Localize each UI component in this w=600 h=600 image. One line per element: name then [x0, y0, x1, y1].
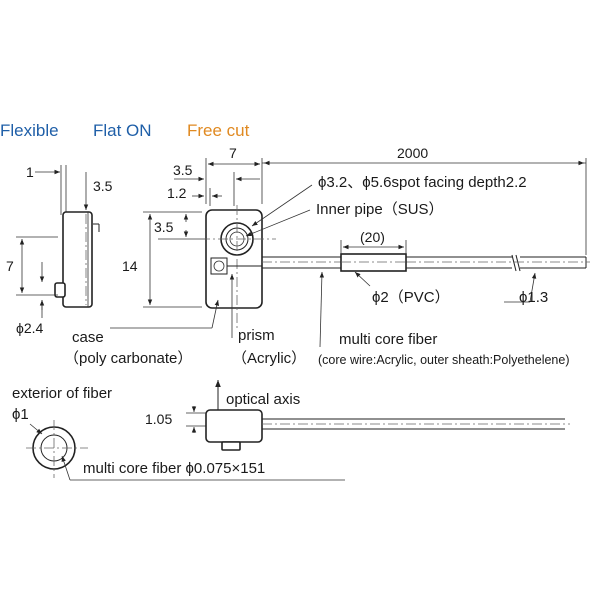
case-label: case [72, 329, 104, 346]
core-wire-label: (core wire:Acrylic, outer sheath:Polyeth… [318, 353, 570, 367]
optical-axis-label: optical axis [226, 391, 300, 408]
exterior-label: exterior of fiber [12, 385, 112, 402]
side-lens [54, 282, 66, 298]
header-free-cut: Free cut [187, 121, 250, 140]
front-dim-14: 14 [122, 258, 138, 274]
front-dim-7: 7 [229, 145, 237, 161]
side-dim-3-5: 3.5 [93, 178, 113, 194]
multi-core-fiber-label: multi core fiber [339, 331, 437, 348]
side-dim-7: 7 [6, 258, 14, 274]
spot-facing-label: ϕ3.2、ϕ5.6spot facing depth2.2 [318, 174, 527, 191]
profile-lens [221, 441, 241, 451]
front-view: 7 3.5 1.2 3.5 14 [122, 145, 590, 330]
front-dim-1-2: 1.2 [167, 185, 187, 201]
side-body [62, 211, 93, 308]
front-dim-3-5-left: 3.5 [154, 219, 174, 235]
header-flexible: Flexible [0, 121, 59, 140]
inner-pipe-label: Inner pipe（SUS） [316, 201, 444, 218]
case-material-label: （poly carbonate） [64, 350, 192, 367]
header-flat-on: Flat ON [93, 121, 152, 140]
side-view: 1 3.5 7 ϕ2.4 [6, 164, 113, 336]
bottom-profile: optical axis 1.05 [145, 380, 570, 451]
phi-1-3-label: ϕ1.3 [519, 289, 548, 306]
front-dim-3-5-top: 3.5 [173, 162, 193, 178]
dim-1-05: 1.05 [145, 411, 172, 427]
pvc-label: ϕ2（PVC） [372, 289, 450, 306]
front-dim-20: (20) [360, 229, 385, 245]
pvc-sleeve [340, 253, 407, 272]
material-labels: case （poly carbonate） prism （Acrylic） mu… [64, 271, 570, 367]
profile-body [205, 409, 263, 443]
front-dim-2000: 2000 [397, 145, 428, 161]
side-dim-phi-2-4: ϕ2.4 [16, 320, 44, 336]
prism-material-label: （Acrylic） [232, 350, 306, 367]
phi-1-label: ϕ1 [12, 406, 29, 423]
side-dim-1: 1 [26, 164, 34, 180]
prism-label: prism [238, 327, 275, 344]
fiber-exterior: exterior of fiber ϕ1 multi core fiber ϕ0… [12, 385, 345, 481]
multi-core-spec-label: multi core fiber ϕ0.075×151 [83, 460, 265, 477]
